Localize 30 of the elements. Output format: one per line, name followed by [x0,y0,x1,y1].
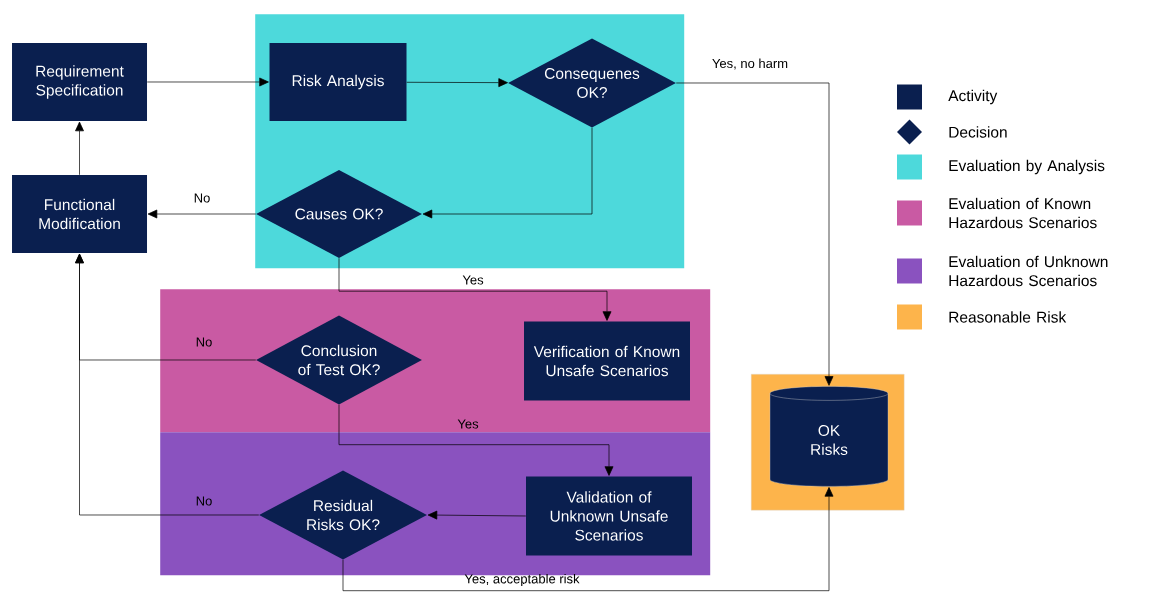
edge-label: Yes [462,275,484,285]
edge-label: No [196,496,212,506]
legend-label: Decision [949,126,1007,138]
edge-label: No [196,337,212,347]
arrow [406,78,508,88]
edge-label: Yes, acceptable risk [464,573,580,587]
arrow [675,82,834,386]
legend-label: Evaluation of Unknown Hazardous Scenarios [949,255,1108,287]
legend-label: Evaluation of Known Hazardous Scenarios [949,197,1097,229]
arrow [75,253,260,516]
arrow [342,487,834,592]
arrow [422,127,593,219]
process-box: Functional Modification [12,175,147,253]
arrow [427,510,527,520]
edge-label: Yes [457,419,479,429]
process-box: Requirement Specification [12,43,147,121]
database-cylinder: OK Risks [769,386,889,487]
process-box: Validation of Unknown Unsafe Scenarios [526,476,692,556]
edge-label: No [194,193,210,203]
arrow [147,209,257,219]
legend-label: Reasonable Risk [949,311,1067,323]
arrow [338,257,612,321]
process-box: Risk Analysis [269,43,407,121]
edge-label: Yes, no harm [712,58,788,70]
legend-label: Activity [948,89,998,105]
arrow [338,404,614,476]
arrow [146,77,269,87]
arrow [75,121,84,176]
legend-label: Evaluation by Analysis [949,159,1105,175]
process-box: Verification of Known Unsafe Scenarios [524,321,690,401]
